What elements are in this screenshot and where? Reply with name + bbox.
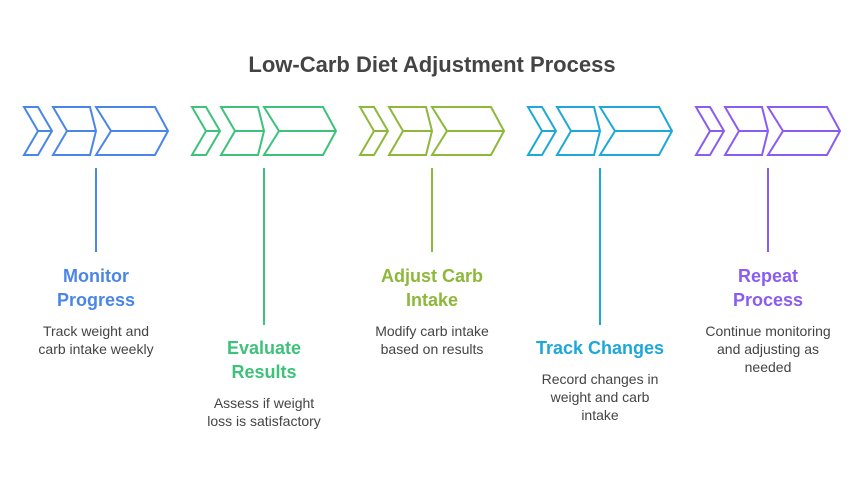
chevron-arrow-icon (598, 106, 674, 156)
step-title: Monitor Progress (56, 266, 136, 310)
chevron-arrow-icon (22, 106, 54, 156)
chevron-arrow-icon (358, 106, 390, 156)
diagram-title: Low-Carb Diet Adjustment Process (248, 52, 616, 77)
chevron-arrow-icon (262, 106, 338, 156)
step-track-changes: Track Changes Record changes in weight a… (515, 336, 685, 424)
step-monitor-progress: Monitor Progress Track weight and carb i… (11, 264, 181, 358)
chevron-arrow-icon (526, 106, 558, 156)
step-description: Modify carb intake based on results (375, 323, 489, 357)
step-description: Assess if weight loss is satisfactory (207, 395, 321, 429)
chevron-arrow-icon (94, 106, 170, 156)
step-title: Evaluate Results (226, 338, 302, 382)
chevron-arrow-icon (190, 106, 222, 156)
chevron-arrow-icon (766, 106, 842, 156)
chevron-arrow-icon (723, 106, 770, 156)
step-repeat-process: Repeat Process Continue monitoring and a… (683, 264, 853, 376)
step-description: Continue monitoring and adjusting as nee… (705, 323, 831, 375)
step-evaluate-results: Evaluate Results Assess if weight loss i… (179, 336, 349, 430)
step-title: Track Changes (535, 338, 665, 358)
step-title: Adjust Carb Intake (380, 266, 483, 310)
chevron-arrow-icon (51, 106, 98, 156)
step-title: Repeat Process (732, 266, 804, 310)
step-adjust-carb-intake: Adjust Carb Intake Modify carb intake ba… (347, 264, 517, 358)
chevron-arrow-icon (694, 106, 726, 156)
chevron-arrow-icon (555, 106, 602, 156)
chevron-arrow-icon (219, 106, 266, 156)
chevron-arrow-icon (430, 106, 506, 156)
step-description: Record changes in weight and carb intake (541, 371, 659, 423)
chevron-arrow-icon (387, 106, 434, 156)
step-description: Track weight and carb intake weekly (38, 323, 154, 357)
